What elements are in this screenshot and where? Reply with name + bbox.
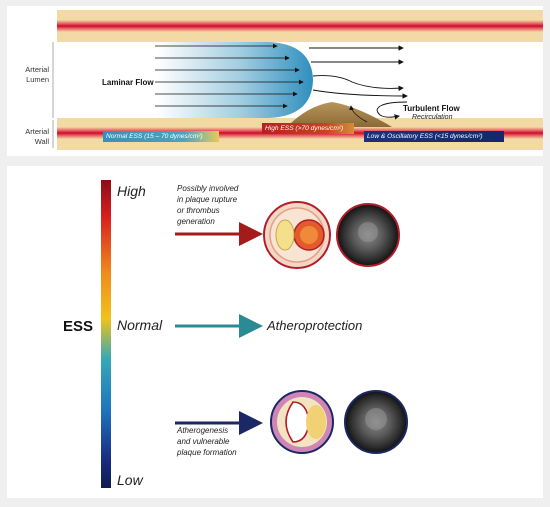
upper-endothelium — [57, 20, 543, 32]
low-ess-annotation: Atherogenesis and vulnerable plaque form… — [177, 426, 237, 457]
ess-label: ESS — [63, 318, 94, 335]
plaque-bump — [287, 102, 392, 127]
recirculation-arrow — [376, 101, 408, 120]
high-ess-annotation: Possibly involved in plaque rupture or t… — [177, 184, 239, 226]
atheroprotection-label: Atheroprotection — [267, 318, 363, 333]
ess-scale-diagram — [101, 180, 408, 488]
recirculation-label: Recirculation — [412, 114, 453, 121]
scale-low-label: Low — [117, 472, 143, 488]
ess-scale-panel: ESS High Normal Low Possibly involved in… — [7, 166, 543, 498]
ruptured-plaque-cross-section — [263, 201, 331, 269]
low-ess-band: Low & Oscillatory ESS (<15 dynes/cm²) — [364, 131, 504, 142]
downstream-arrows — [309, 45, 408, 99]
high-ess-band: High ESS (>70 dynes/cm²) — [262, 123, 354, 134]
arterial-wall-label: Arterial Wall — [25, 127, 49, 146]
laminar-flow-label: Laminar Flow — [102, 78, 154, 87]
laminar-flow-profile — [157, 42, 313, 118]
low-ess-ivus-image — [344, 390, 408, 454]
vulnerable-plaque-cross-section — [270, 390, 334, 454]
laminar-arrows — [155, 43, 304, 109]
high-ess-ivus-image — [336, 203, 400, 267]
normal-ess-band: Normal ESS (15 – 70 dynes/cm²) — [103, 131, 219, 142]
scale-high-label: High — [117, 183, 146, 199]
artery-flow-panel: Arterial Lumen Arterial Wall Laminar Flo… — [7, 6, 543, 156]
turbulent-flow-label: Turbulent Flow — [403, 104, 460, 113]
scale-normal-label: Normal — [117, 317, 163, 333]
ess-gradient-bar — [101, 180, 111, 488]
arterial-lumen-label: Arterial Lumen — [25, 65, 49, 84]
